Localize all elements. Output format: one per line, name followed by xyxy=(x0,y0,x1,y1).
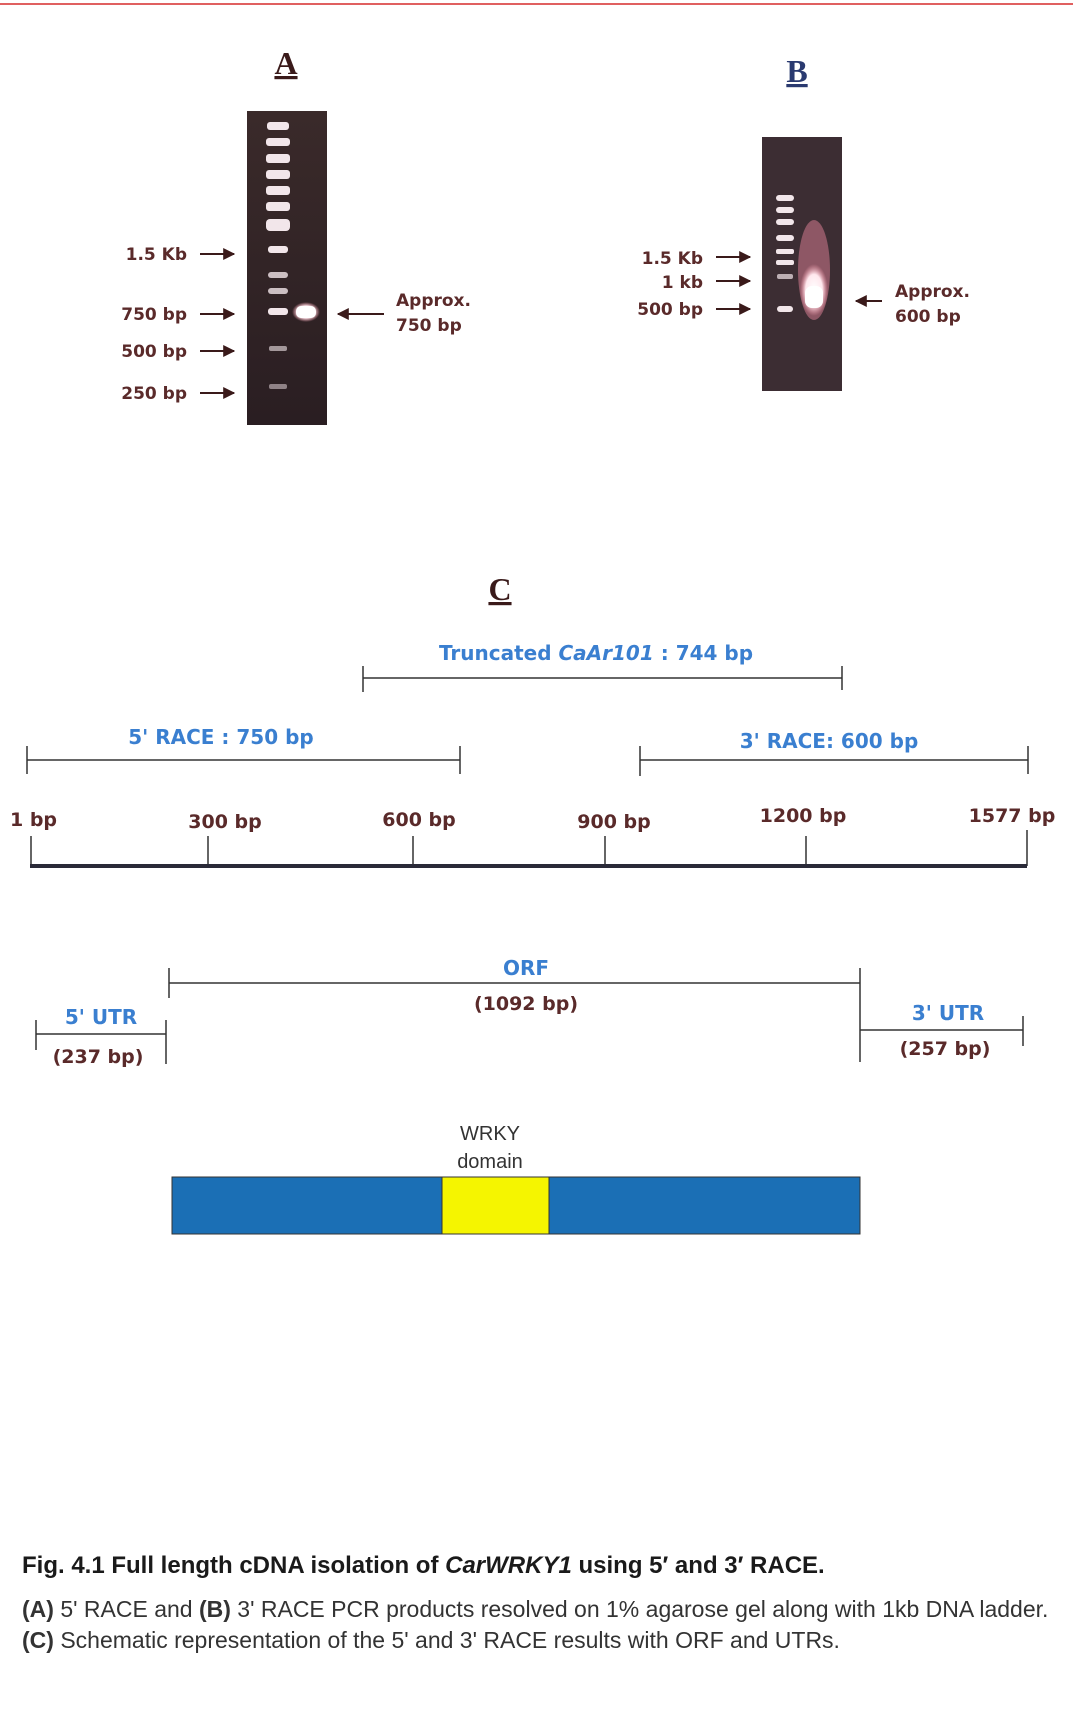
orf-length: (1092 bp) xyxy=(474,993,578,1015)
scale-axis xyxy=(30,830,1028,866)
utr3-label: 3' UTR xyxy=(912,1001,984,1025)
figure-caption: Fig. 4.1 Full length cDNA isolation of C… xyxy=(22,1552,1052,1656)
gel-b xyxy=(762,137,842,391)
utr5-label: 5' UTR xyxy=(65,1005,137,1029)
gel-a-band-label: Approx. xyxy=(396,291,471,311)
gel-b-band-size: 600 bp xyxy=(895,307,961,327)
race3-bracket xyxy=(639,746,1029,776)
utr5-bracket xyxy=(35,1020,167,1064)
wrky-domain-box xyxy=(441,1176,550,1235)
scale-tick-label: 600 bp xyxy=(382,809,455,831)
utr3-length: (257 bp) xyxy=(900,1038,991,1060)
gel-b-marker-1kb: 1 kb xyxy=(662,273,703,293)
panel-c-label: C xyxy=(488,571,511,607)
gel-a xyxy=(247,111,327,425)
orf-bracket xyxy=(168,968,861,1062)
gel-a-marker-250bp: 250 bp xyxy=(121,384,187,404)
scale-tick-label: 1577 bp xyxy=(969,805,1056,827)
truncated-label: Truncated CaAr101 : 744 bp xyxy=(439,641,753,665)
panel-b-label: B xyxy=(786,53,807,89)
scale-tick-label: 900 bp xyxy=(577,811,650,833)
gel-a-marker-500bp: 500 bp xyxy=(121,342,187,362)
scale-tick-label: 300 bp xyxy=(188,811,261,833)
caption-body: (A) 5' RACE and (B) 3' RACE PCR products… xyxy=(22,1596,1049,1653)
caption-title: Fig. 4.1 Full length cDNA isolation of C… xyxy=(22,1552,825,1579)
race5-bracket xyxy=(26,746,461,774)
utr3-bracket xyxy=(860,1016,1024,1046)
gel-b-band-label: Approx. xyxy=(895,282,970,302)
truncated-bracket xyxy=(362,666,843,692)
race3-label: 3' RACE: 600 bp xyxy=(740,729,919,753)
gel-b-marker-1-5kb: 1.5 Kb xyxy=(642,249,703,269)
scale-tick-label: 1200 bp xyxy=(760,805,847,827)
race5-label: 5' RACE : 750 bp xyxy=(128,725,314,749)
gel-a-marker-1-5kb: 1.5 Kb xyxy=(126,245,187,265)
gel-a-marker-750bp: 750 bp xyxy=(121,305,187,325)
orf-label: ORF xyxy=(503,956,549,980)
scale-tick-label: 1 bp xyxy=(10,809,57,831)
wrky-domain-label-line1: WRKY xyxy=(460,1123,520,1145)
gel-b-marker-500bp: 500 bp xyxy=(637,300,703,320)
utr5-length: (237 bp) xyxy=(53,1046,144,1068)
wrky-domain-label-line2: domain xyxy=(457,1151,523,1173)
gel-a-band-size: 750 bp xyxy=(396,316,462,336)
panel-a-label: A xyxy=(274,45,297,81)
